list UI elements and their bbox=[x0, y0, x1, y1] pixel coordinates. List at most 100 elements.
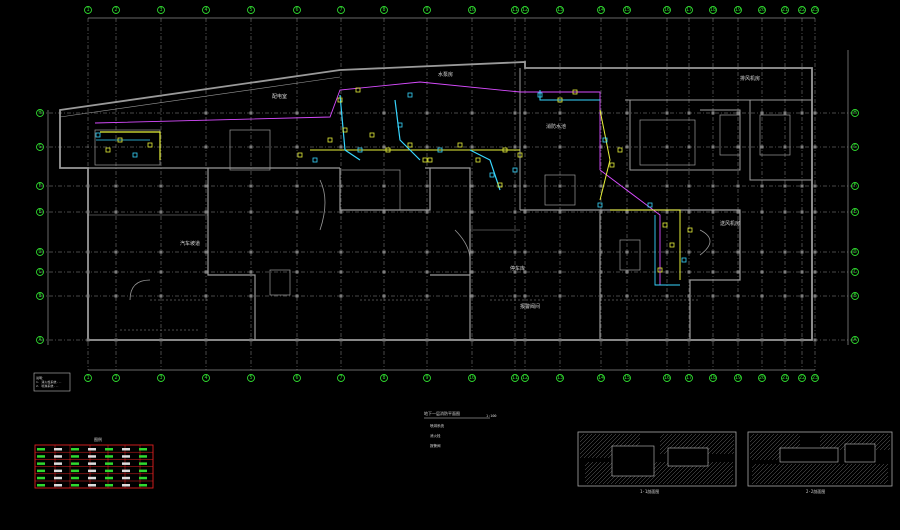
axis-label: 15 bbox=[624, 375, 630, 381]
axis-label: E bbox=[853, 209, 856, 215]
hatch-line bbox=[799, 463, 821, 485]
hatch-line bbox=[839, 433, 857, 451]
column bbox=[425, 210, 429, 214]
column bbox=[523, 145, 527, 149]
hatch-line bbox=[855, 463, 877, 485]
column bbox=[736, 184, 740, 188]
notes-line: 说明： bbox=[36, 375, 45, 380]
wall bbox=[425, 167, 471, 275]
axis-label: F bbox=[38, 183, 41, 189]
legend-symbol bbox=[122, 469, 130, 473]
column bbox=[711, 145, 715, 149]
column bbox=[382, 250, 386, 254]
axis-grid: 1122334455667788991010111112121313141415… bbox=[36, 6, 859, 382]
axis-bubble bbox=[798, 6, 806, 14]
sprinkler-head bbox=[669, 242, 675, 248]
section-void bbox=[844, 443, 876, 463]
axis-label: H bbox=[38, 110, 41, 116]
sprinkler-head bbox=[617, 147, 623, 153]
wall bbox=[59, 76, 341, 118]
column bbox=[736, 111, 740, 115]
axis-label: 5 bbox=[249, 375, 252, 381]
hatch-line bbox=[659, 433, 665, 439]
column bbox=[665, 145, 669, 149]
sprinkler-head bbox=[437, 147, 443, 153]
building-walls bbox=[59, 61, 817, 342]
axis-label: A bbox=[853, 337, 856, 343]
hatch-line bbox=[767, 433, 795, 461]
room-outline bbox=[639, 119, 696, 166]
axis-bubble bbox=[157, 374, 165, 382]
axis-bubble bbox=[758, 6, 766, 14]
room-outline bbox=[619, 239, 641, 271]
column bbox=[159, 184, 163, 188]
column bbox=[339, 210, 343, 214]
hatch-line bbox=[584, 461, 606, 483]
hatch-line bbox=[659, 433, 669, 443]
ramp-curve bbox=[319, 179, 326, 231]
column bbox=[86, 294, 90, 298]
column bbox=[204, 294, 208, 298]
column bbox=[813, 338, 817, 342]
axis-bubble bbox=[112, 374, 120, 382]
axis-bubble bbox=[811, 6, 819, 14]
notes-line: 1. 消火栓系统... bbox=[36, 379, 62, 384]
legend-symbol bbox=[88, 448, 96, 451]
legend-symbol bbox=[71, 469, 79, 473]
column bbox=[204, 270, 208, 274]
axis-label: 2 bbox=[114, 375, 117, 381]
axis-bubble bbox=[380, 374, 388, 382]
general-notes-box: 说明： 1. 消火栓系统... 2. 喷淋系统... bbox=[33, 372, 71, 392]
hatch-line bbox=[751, 463, 765, 477]
axis-bubble bbox=[685, 374, 693, 382]
sprinkler-head bbox=[517, 152, 523, 158]
column bbox=[813, 250, 817, 254]
column bbox=[382, 270, 386, 274]
sprinkler-head bbox=[475, 157, 481, 163]
axis-bubble bbox=[663, 6, 671, 14]
hatch-line bbox=[698, 461, 722, 485]
column bbox=[249, 145, 253, 149]
hatch-line bbox=[771, 433, 799, 461]
column bbox=[249, 210, 253, 214]
hatch-line bbox=[787, 463, 809, 485]
sprinkler-head bbox=[681, 257, 687, 263]
column bbox=[687, 270, 691, 274]
column bbox=[599, 338, 603, 342]
room-label: 消防水池 bbox=[546, 123, 566, 130]
column bbox=[249, 184, 253, 188]
column bbox=[523, 210, 527, 214]
hatch-line bbox=[863, 463, 885, 485]
axis-bubble bbox=[293, 6, 301, 14]
hatch-line bbox=[587, 433, 613, 459]
hatch-line bbox=[883, 443, 891, 451]
sprinkler-head bbox=[105, 147, 111, 153]
column bbox=[625, 270, 629, 274]
column bbox=[599, 250, 603, 254]
sprinkler-head bbox=[397, 122, 403, 128]
column bbox=[813, 145, 817, 149]
column bbox=[339, 184, 343, 188]
column bbox=[425, 338, 429, 342]
column bbox=[599, 145, 603, 149]
room-outline bbox=[339, 169, 401, 211]
column bbox=[159, 250, 163, 254]
wall bbox=[59, 61, 813, 341]
hatch-line bbox=[791, 463, 813, 485]
column bbox=[204, 250, 208, 254]
legend-symbol bbox=[139, 448, 147, 451]
room-outline bbox=[269, 269, 291, 296]
hatch-line bbox=[819, 433, 837, 451]
hatch-line bbox=[875, 471, 889, 485]
column bbox=[382, 338, 386, 342]
column bbox=[760, 294, 764, 298]
column bbox=[665, 270, 669, 274]
column bbox=[558, 294, 562, 298]
axis-label: 14 bbox=[598, 375, 604, 381]
hatch-line bbox=[779, 463, 801, 485]
sprinkler-head bbox=[385, 147, 391, 153]
column bbox=[204, 145, 208, 149]
schedule-row: 消火栓 bbox=[430, 433, 441, 438]
legend-symbol bbox=[37, 455, 45, 458]
axis-label: 8 bbox=[382, 7, 385, 13]
